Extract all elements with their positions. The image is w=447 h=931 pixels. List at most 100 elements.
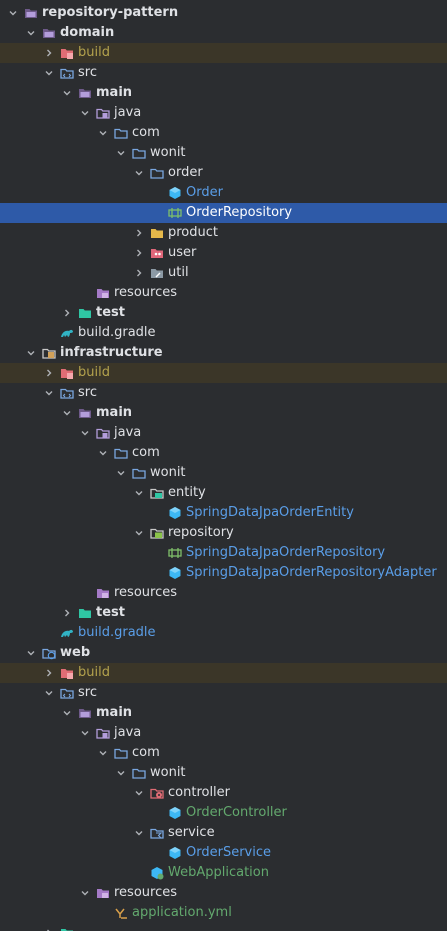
chevron-right-icon[interactable] [134,228,144,238]
tree-node-label: build [78,365,110,380]
tree-node-java[interactable]: java [0,723,447,743]
tree-node-build[interactable]: build [0,663,447,683]
tree-node-infrastructure[interactable]: infrastructure [0,343,447,363]
chevron-down-icon[interactable] [116,148,126,158]
chevron-down-icon[interactable] [80,108,90,118]
chevron-down-icon[interactable] [62,88,72,98]
chevron-down-icon[interactable] [8,8,18,18]
chevron-right-icon[interactable] [44,668,54,678]
tree-node-springdatajpaorderentity[interactable]: SpringDataJpaOrderEntity [0,503,447,523]
chevron-down-icon[interactable] [98,128,108,138]
chevron-down-icon[interactable] [134,528,144,538]
tree-node-label: main [96,705,133,720]
arrow-spacer [152,188,162,198]
chevron-right-icon[interactable] [62,608,72,618]
excluded-folder-icon [60,666,74,680]
chevron-right-icon[interactable] [134,248,144,258]
tree-node-springdatajpaorderrepositoryadapter[interactable]: SpringDataJpaOrderRepositoryAdapter [0,563,447,583]
chevron-right-icon[interactable] [44,368,54,378]
resources-folder-icon [96,586,110,600]
tree-node-build-gradle[interactable]: build.gradle [0,323,447,343]
package-folder-icon [132,766,146,780]
tree-node-service[interactable]: service [0,823,447,843]
tree-node-test[interactable]: test [0,603,447,623]
tree-node-main[interactable]: main [0,83,447,103]
tree-node-src[interactable]: src [0,63,447,83]
chevron-down-icon[interactable] [98,748,108,758]
chevron-down-icon[interactable] [44,68,54,78]
tree-node-main[interactable]: main [0,403,447,423]
tree-node-label: infrastructure [60,345,163,360]
chevron-down-icon[interactable] [26,348,36,358]
chevron-down-icon[interactable] [26,28,36,38]
tree-node-springdatajpaorderrepository[interactable]: SpringDataJpaOrderRepository [0,543,447,563]
repository-folder-icon [150,526,164,540]
tree-node-wonit[interactable]: wonit [0,143,447,163]
tree-node-src[interactable]: src [0,383,447,403]
tree-node-build[interactable]: build [0,363,447,383]
chevron-down-icon[interactable] [80,428,90,438]
chevron-down-icon[interactable] [62,408,72,418]
class-icon [168,506,182,520]
tree-node-orderservice[interactable]: OrderService [0,843,447,863]
chevron-right-icon[interactable] [44,48,54,58]
chevron-down-icon[interactable] [134,828,144,838]
tree-node-label: com [132,125,160,140]
chevron-down-icon[interactable] [98,448,108,458]
chevron-down-icon[interactable] [26,648,36,658]
tree-node-orderrepository[interactable]: OrderRepository [0,203,447,223]
tree-node-label: OrderService [186,845,271,860]
tree-node-main[interactable]: main [0,703,447,723]
tree-node-com[interactable]: com [0,743,447,763]
util-folder-icon [150,266,164,280]
tree-node-resources[interactable]: resources [0,583,447,603]
tree-node-src[interactable]: src [0,683,447,703]
tree-node-resources[interactable]: resources [0,883,447,903]
chevron-down-icon[interactable] [44,388,54,398]
tree-node-repository[interactable]: repository [0,523,447,543]
tree-node-entity[interactable]: entity [0,483,447,503]
chevron-down-icon[interactable] [44,688,54,698]
tree-node-order[interactable]: order [0,163,447,183]
tree-node-java[interactable]: java [0,103,447,123]
tree-node-domain[interactable]: domain [0,23,447,43]
tree-node-com[interactable]: com [0,123,447,143]
module-folder-icon [78,406,92,420]
tree-node-wonit[interactable]: wonit [0,763,447,783]
chevron-down-icon[interactable] [62,708,72,718]
tree-node-label: main [96,405,133,420]
chevron-down-icon[interactable] [116,468,126,478]
tree-node-label: src [78,685,97,700]
tree-node-repository-pattern[interactable]: repository-pattern [0,3,447,23]
tree-node-row-46[interactable] [0,923,447,931]
tree-node-webapplication[interactable]: WebApplication [0,863,447,883]
module-folder-icon [42,26,56,40]
chevron-down-icon[interactable] [134,488,144,498]
tree-node-com[interactable]: com [0,443,447,463]
tree-node-label: java [114,725,142,740]
tree-node-order[interactable]: Order [0,183,447,203]
chevron-down-icon[interactable] [134,788,144,798]
chevron-down-icon[interactable] [80,888,90,898]
tree-node-ordercontroller[interactable]: OrderController [0,803,447,823]
tree-node-build-gradle[interactable]: build.gradle [0,623,447,643]
tree-node-user[interactable]: user [0,243,447,263]
chevron-down-icon[interactable] [116,768,126,778]
chevron-down-icon[interactable] [80,728,90,738]
tree-node-application-yml[interactable]: application.yml [0,903,447,923]
tree-node-java[interactable]: java [0,423,447,443]
tree-node-web[interactable]: web [0,643,447,663]
chevron-down-icon[interactable] [134,168,144,178]
tree-node-util[interactable]: util [0,263,447,283]
chevron-right-icon[interactable] [62,308,72,318]
tree-node-build[interactable]: build [0,43,447,63]
tree-node-test[interactable]: test [0,303,447,323]
chevron-right-icon[interactable] [134,268,144,278]
tree-node-wonit[interactable]: wonit [0,463,447,483]
tree-node-controller[interactable]: controller [0,783,447,803]
tree-node-product[interactable]: product [0,223,447,243]
java-source-folder-icon [96,426,110,440]
tree-node-resources[interactable]: resources [0,283,447,303]
arrow-spacer [44,628,54,638]
